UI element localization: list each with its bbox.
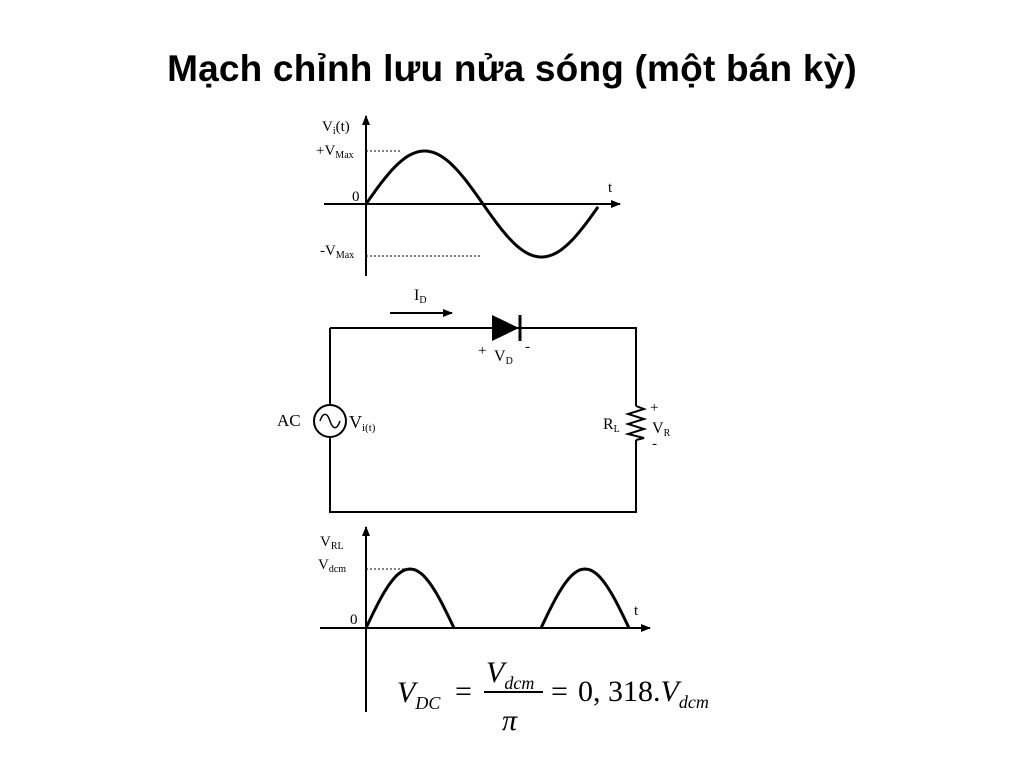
input-t-label: t xyxy=(608,180,613,196)
vdcm-label: Vdcm xyxy=(318,557,346,575)
formula-lhs: VDC xyxy=(397,676,441,713)
rectifier-circuit: ID + VD - AC Vi(t) RL + VR - xyxy=(277,287,671,513)
vmin-label: -VMax xyxy=(320,243,354,261)
output-pulse-1 xyxy=(364,567,456,629)
source-voltage-label: Vi(t) xyxy=(349,412,376,434)
vr-plus-label: + xyxy=(650,400,658,416)
vr-label: VR xyxy=(652,420,671,439)
input-waveform-graph: Vi(t) +VMax 0 t -VMax xyxy=(316,115,621,276)
formula-numerator: Vdcm xyxy=(486,656,534,693)
output-t-label: t xyxy=(634,603,639,619)
ac-label: AC xyxy=(277,411,301,430)
dc-voltage-formula: VDC = Vdcm π = 0, 318.Vdcm xyxy=(397,656,709,737)
resistor-label: RL xyxy=(603,416,620,435)
diode-plus-label: + xyxy=(478,343,486,359)
formula-result: 0, 318.Vdcm xyxy=(578,675,709,712)
diode-minus-label: - xyxy=(525,339,530,355)
resistor xyxy=(624,405,648,441)
output-zero-label: 0 xyxy=(350,612,358,628)
formula-equals-1: = xyxy=(455,675,472,708)
input-zero-label: 0 xyxy=(352,189,360,205)
page-title: Mạch chỉnh lưu nửa sóng (một bán kỳ) xyxy=(167,48,857,89)
vr-minus-label: - xyxy=(652,436,657,452)
diode-voltage-label: VD xyxy=(494,348,513,367)
vmax-label: +VMax xyxy=(316,143,354,161)
ac-source xyxy=(313,404,347,438)
circuit-wire xyxy=(329,327,637,513)
input-sine-wave xyxy=(364,149,600,259)
output-pulse-2 xyxy=(539,567,631,629)
formula-equals-2: = xyxy=(551,675,568,708)
diode xyxy=(492,315,522,341)
output-waveform-graph: VRL Vdcm 0 t xyxy=(318,526,651,712)
input-y-label: Vi(t) xyxy=(322,119,350,137)
current-label: ID xyxy=(414,287,427,306)
formula-denominator: π xyxy=(502,704,518,737)
output-y-label: VRL xyxy=(320,534,344,552)
